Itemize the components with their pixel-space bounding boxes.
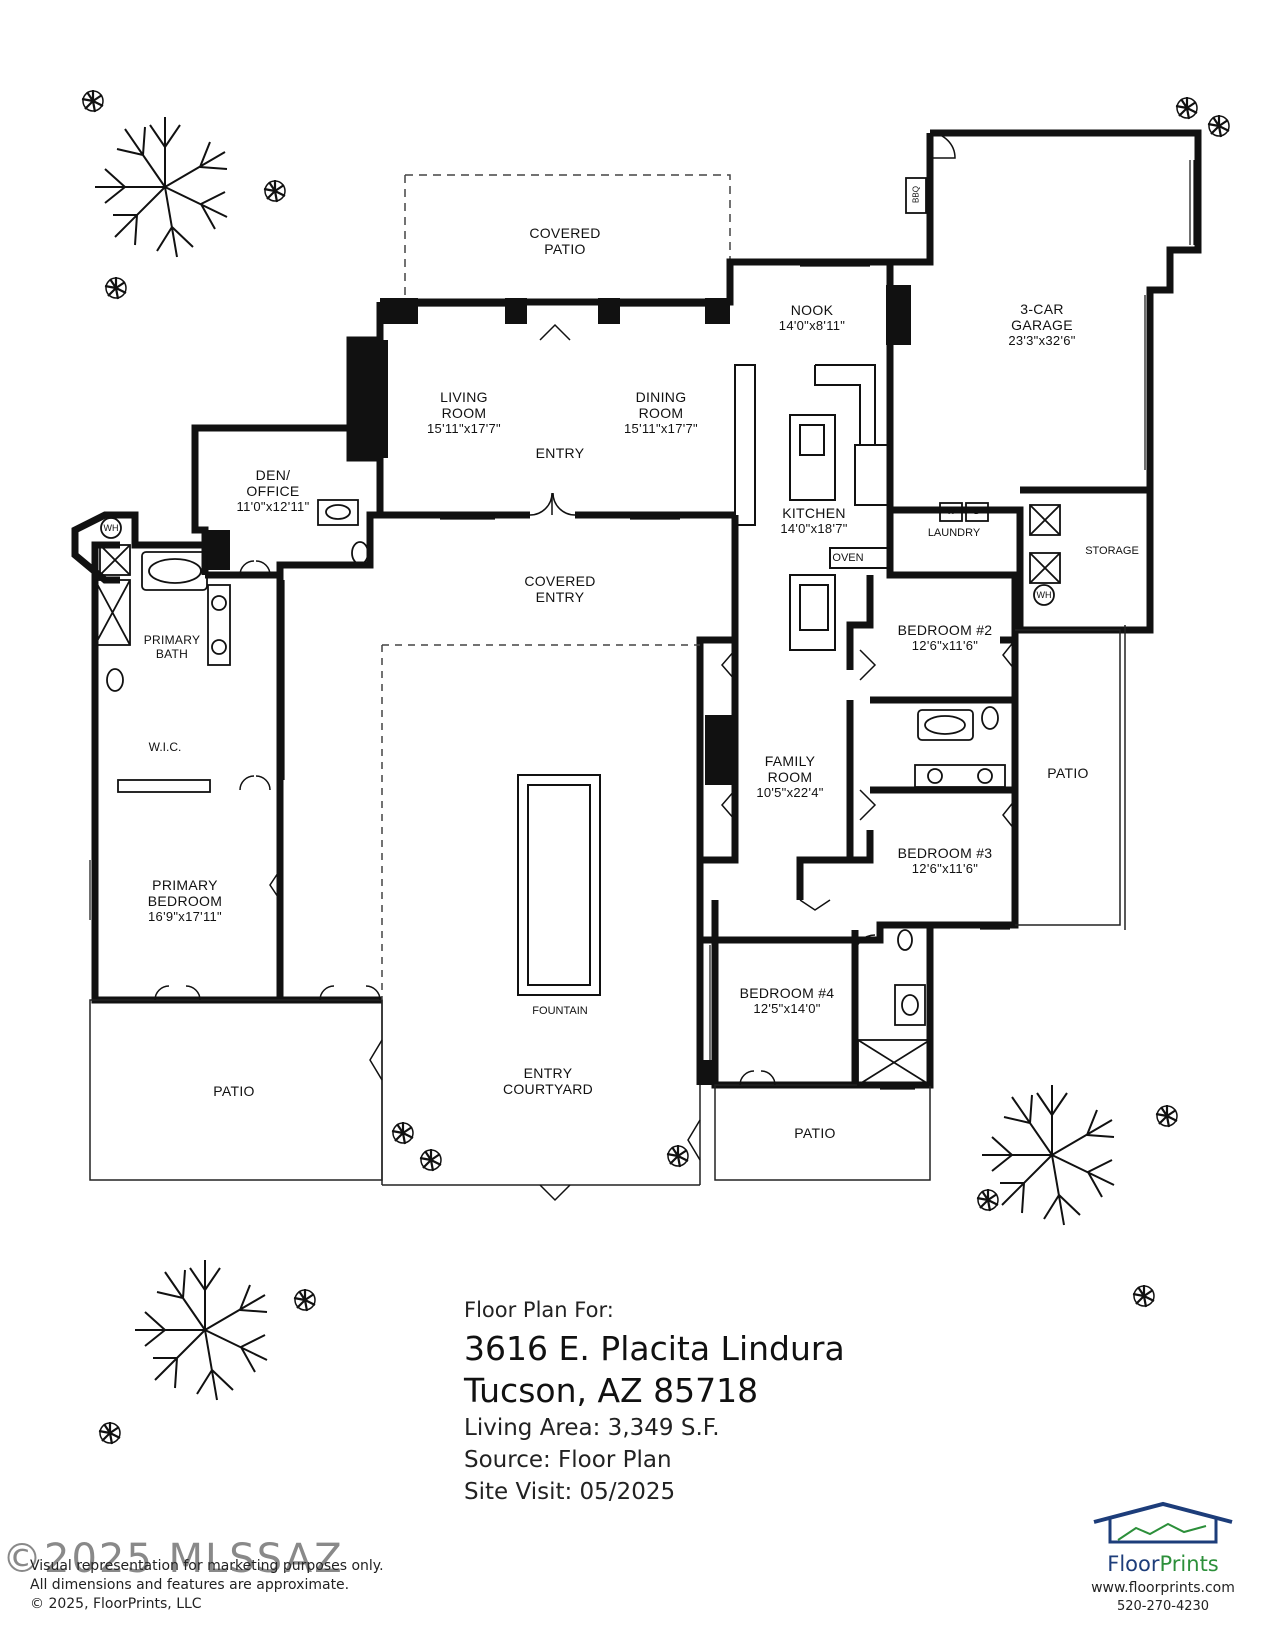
room-name: COURTYARD xyxy=(502,1081,594,1097)
disclaimer-line: All dimensions and features are approxim… xyxy=(30,1577,350,1593)
room-nook: NOOK 14'0"x8'11" xyxy=(779,302,845,334)
room-name: PRIMARY xyxy=(143,633,201,647)
room-name: DEN/ xyxy=(255,467,291,483)
room-dimensions: 15'11"x17'7" xyxy=(427,421,501,436)
oven-label: OVEN xyxy=(832,552,864,564)
room-name: PATIO xyxy=(1047,765,1089,781)
room-name: ENTRY xyxy=(535,589,585,605)
room-name: ENTRY xyxy=(523,1065,573,1081)
room-entry-courtyard: ENTRY COURTYARD xyxy=(503,1065,593,1097)
room-name: PATIO xyxy=(794,1125,836,1141)
copyright-line: © 2025, FloorPrints, LLC xyxy=(30,1596,202,1612)
room-dimensions: 12'5"x14'0" xyxy=(753,1001,821,1016)
room-patio-left: PATIO xyxy=(213,1083,254,1099)
room-dimensions: 15'11"x17'7" xyxy=(624,421,698,436)
room-name: COVERED xyxy=(529,225,601,241)
water-heater-label: WH xyxy=(1036,590,1052,600)
room-primary-bedroom: PRIMARY BEDROOM 16'9"x17'11" xyxy=(148,877,222,925)
room-dimensions: 10'5"x22'4" xyxy=(756,785,824,800)
room-dimensions: 14'0"x8'11" xyxy=(778,318,846,333)
room-name: BEDROOM xyxy=(147,893,223,909)
room-name: NOOK xyxy=(790,302,834,318)
living-area: Living Area: 3,349 S.F. xyxy=(464,1415,720,1441)
room-bedroom-3: BEDROOM #3 12'6"x11'6" xyxy=(898,845,993,877)
room-name: PRIMARY xyxy=(152,877,218,893)
room-dimensions: 16'9"x17'11" xyxy=(148,909,222,924)
disclaimer-line: Visual representation for marketing purp… xyxy=(30,1558,384,1574)
room-name: ROOM xyxy=(767,769,813,785)
room-family: FAMILY ROOM 10'5"x22'4" xyxy=(756,753,823,801)
room-living: LIVING ROOM 15'11"x17'7" xyxy=(427,389,501,437)
disclaimer: Visual representation for marketing purp… xyxy=(30,1557,384,1614)
room-laundry: LAUNDRY xyxy=(927,527,981,539)
brand-website[interactable]: www.floorprints.com xyxy=(1091,1580,1235,1596)
room-name: BATH xyxy=(155,647,189,661)
room-name: KITCHEN xyxy=(782,505,846,521)
room-garage: 3-CAR GARAGE 23'3"x32'6" xyxy=(1008,301,1075,349)
brand-name-part: Floor xyxy=(1107,1552,1160,1576)
room-name: ENTRY xyxy=(535,445,585,461)
room-patio-right: PATIO xyxy=(1047,765,1088,781)
brand-name: FloorPrints xyxy=(1078,1552,1248,1576)
room-patio-bottom: PATIO xyxy=(794,1125,835,1141)
room-covered-patio: COVERED PATIO xyxy=(529,225,600,257)
site-visit: Site Visit: 05/2025 xyxy=(464,1479,676,1505)
floorprints-brand: FloorPrints www.floorprints.com 520-270-… xyxy=(1078,1500,1248,1614)
room-name: BEDROOM #4 xyxy=(739,985,835,1001)
room-name: 3-CAR xyxy=(1020,301,1064,317)
room-name: ROOM xyxy=(638,405,684,421)
room-name: PATIO xyxy=(213,1083,255,1099)
room-wic: W.I.C. xyxy=(148,740,182,754)
address-line-2: Tucson, AZ 85718 xyxy=(464,1371,759,1410)
room-name: ROOM xyxy=(441,405,487,421)
brand-name-part: Prints xyxy=(1159,1552,1219,1576)
room-name: PATIO xyxy=(544,241,586,257)
water-heater-label: WH xyxy=(103,523,119,533)
room-dimensions: 14'0"x18'7" xyxy=(780,521,848,536)
washer-label: W xyxy=(946,506,956,516)
room-primary-bath: PRIMARY BATH xyxy=(144,633,201,661)
floor-plan-info: Floor Plan For: 3616 E. Placita Lindura … xyxy=(464,1298,845,1508)
room-name: FAMILY xyxy=(764,753,816,769)
room-bedroom-4: BEDROOM #4 12'5"x14'0" xyxy=(740,985,835,1017)
address-line-1: 3616 E. Placita Lindura xyxy=(464,1329,845,1368)
room-name: BEDROOM #2 xyxy=(897,622,993,638)
room-entry: ENTRY xyxy=(536,445,585,461)
room-dining: DINING ROOM 15'11"x17'7" xyxy=(624,389,698,437)
room-bedroom-2: BEDROOM #2 12'6"x11'6" xyxy=(898,622,993,654)
room-dimensions: 12'6"x11'6" xyxy=(911,861,979,876)
brand-phone: 520-270-4230 xyxy=(1116,1599,1210,1614)
room-storage: STORAGE xyxy=(1085,545,1139,557)
room-name: LIVING xyxy=(440,389,488,405)
source: Source: Floor Plan xyxy=(464,1447,672,1473)
room-dimensions: 12'6"x11'6" xyxy=(911,638,979,653)
room-dimensions: 11'0"x12'11" xyxy=(236,499,310,514)
room-dimensions: 23'3"x32'6" xyxy=(1008,333,1076,348)
room-kitchen: KITCHEN 14'0"x18'7" xyxy=(780,505,847,537)
info-heading: Floor Plan For: xyxy=(464,1298,614,1322)
bbq-label: BBQ xyxy=(911,186,921,203)
house-logo-icon xyxy=(1093,1501,1233,1544)
room-covered-entry: COVERED ENTRY xyxy=(524,573,595,605)
room-name: BEDROOM #3 xyxy=(897,845,993,861)
dryer-label: D xyxy=(973,506,981,516)
mls-watermark: ©2025 MLSSAZ xyxy=(2,1536,344,1582)
room-name: OFFICE xyxy=(246,483,300,499)
room-name: GARAGE xyxy=(1011,317,1073,333)
fountain-label: FOUNTAIN xyxy=(532,1005,588,1017)
room-name: DINING xyxy=(635,389,687,405)
room-den-office: DEN/ OFFICE 11'0"x12'11" xyxy=(237,467,310,515)
room-name: COVERED xyxy=(524,573,596,589)
